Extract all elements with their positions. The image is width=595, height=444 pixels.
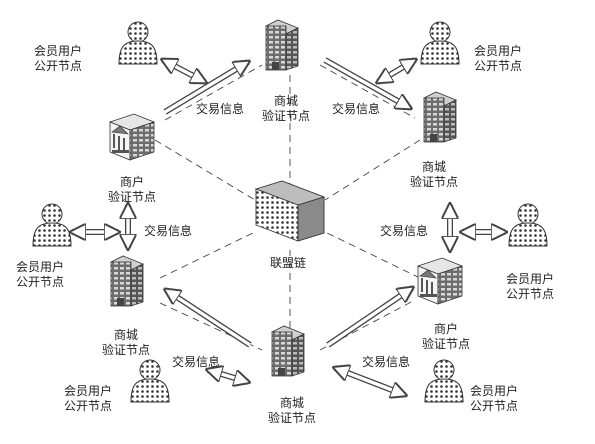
arrow-user-bottom-right [335,368,405,395]
mall-node-top [265,19,299,71]
arrow-left-mall-to-bottom-mall [166,290,252,348]
member-node-top-right [420,21,460,65]
transaction-info-label: 交易信息 [196,102,245,116]
mall-node-bottom [271,325,305,377]
link-left-merchant-hub [154,139,256,201]
arrow-merchant-to-mall-top [163,62,248,115]
arrow-bottom-mall-to-right-merchant [326,288,412,348]
member-node-bottom-right [424,359,464,403]
member-label-mid-right: 会员用户公开节点 [506,272,555,301]
mall-label-right: 商城验证节点 [410,160,459,189]
merchant-label-left: 商户验证节点 [108,175,157,204]
member-label-top-right: 会员用户公开节点 [474,44,523,73]
merchant-node-left [109,113,155,161]
arrow-mall-top-to-right-mall [323,57,410,111]
member-label-mid-left: 会员用户公开节点 [16,260,65,289]
link-right-mall-hub [324,139,421,201]
member-label-bottom-left: 会员用户公开节点 [64,384,113,413]
mall-label-bottom: 商城验证节点 [268,396,317,425]
member-node-bottom-left [130,359,170,403]
transaction-info-label: 交易信息 [380,224,429,238]
merchant-node-right [417,257,463,305]
member-node-top-left [118,21,158,65]
member-label-bottom-right: 会员用户公开节点 [470,384,519,413]
merchant-label-right: 商户验证节点 [422,322,471,351]
mall-label-top: 商城验证节点 [262,94,311,123]
member-label-top-left: 会员用户公开节点 [34,44,83,73]
arrow-user-bottom-left [208,370,248,382]
transaction-info-label: 交易信息 [362,355,411,369]
link-right-merchant-hub [324,231,421,279]
member-node-mid-right [508,203,548,247]
transaction-arrows [72,57,505,395]
transaction-info-label: 交易信息 [144,224,193,238]
hub-label: 联盟链 [270,256,307,270]
mall-node-right [423,91,457,143]
arrow-user-left-top [163,57,205,85]
link-top-left [164,64,263,121]
mall-label-left: 商城验证节点 [102,328,151,357]
link-left-mall-hub [159,231,256,279]
transaction-info-label: 交易信息 [332,102,381,116]
mall-node-left [110,255,144,307]
link-bottom-left [159,302,263,351]
member-node-mid-left [32,203,72,247]
consortium-chain-block [254,180,326,242]
transaction-info-label: 交易信息 [172,355,221,369]
arrow-user-right-top [378,60,415,82]
